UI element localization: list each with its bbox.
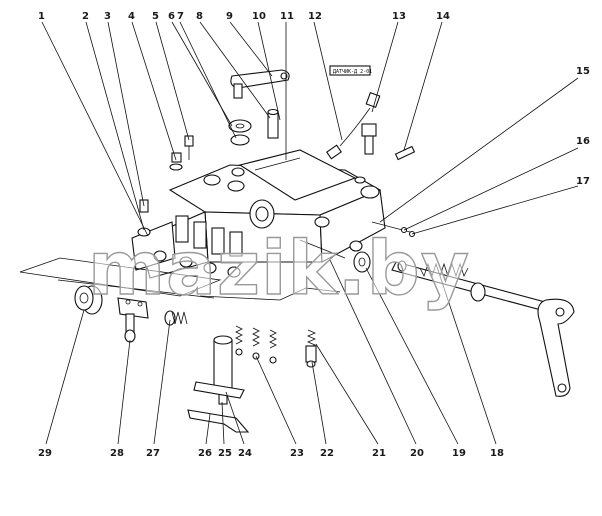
pin-14 [394,145,416,161]
callout-9: 9 [226,11,233,22]
callout-29: 29 [38,448,52,459]
pin-8 [267,111,279,139]
ref-line-mid [199,287,341,301]
callout-15: 15 [576,66,590,77]
callout-11: 11 [280,11,294,22]
callout-14: 14 [436,11,450,22]
callout-4: 4 [128,11,135,22]
spring-valve-22-21 [305,329,317,368]
callout-13: 13 [392,11,406,22]
callout-12: 12 [308,11,322,22]
callout-27: 27 [146,448,160,459]
callout-24: 24 [238,448,252,459]
callout-25: 25 [218,448,232,459]
callout-23: 23 [290,448,304,459]
callout-3: 3 [104,11,111,22]
spring-27 [164,310,188,326]
fitting-13 [361,123,377,155]
callout-numbers: 1 2 3 4 5 6 7 8 9 10 11 12 13 14 15 16 1… [38,11,590,459]
callout-1: 1 [38,11,45,22]
callout-2: 2 [82,11,89,22]
sensor-tag: ДАТЧИК-Д 2-01 [333,69,372,75]
washer-6 [228,119,252,133]
plunger-26 [193,335,245,405]
callout-26: 26 [198,448,212,459]
rod-assembly-18-19 [353,251,575,397]
callout-5: 5 [152,11,159,22]
callout-21: 21 [372,448,386,459]
sensor-12: ДАТЧИК-Д 2-01 [326,65,381,160]
lever-arm-9 [230,69,290,99]
callout-19: 19 [452,448,466,459]
callout-8: 8 [196,11,203,22]
callout-28: 28 [110,448,124,459]
callout-22: 22 [320,448,334,459]
callout-10: 10 [252,11,266,22]
cap-29 [74,285,103,315]
bolts-3-4-5 [139,135,194,213]
callout-6: 6 [168,11,175,22]
springs-23 [235,325,277,364]
callout-16: 16 [576,136,590,147]
callout-20: 20 [410,448,424,459]
callout-18: 18 [490,448,504,459]
leader-lines [41,21,579,445]
callout-7: 7 [177,11,184,22]
washer-7 [230,134,250,146]
callout-17: 17 [576,176,590,187]
plate-25-24 [187,409,250,433]
watermark: mazik.by [88,226,470,312]
ref-line-left [57,279,215,299]
